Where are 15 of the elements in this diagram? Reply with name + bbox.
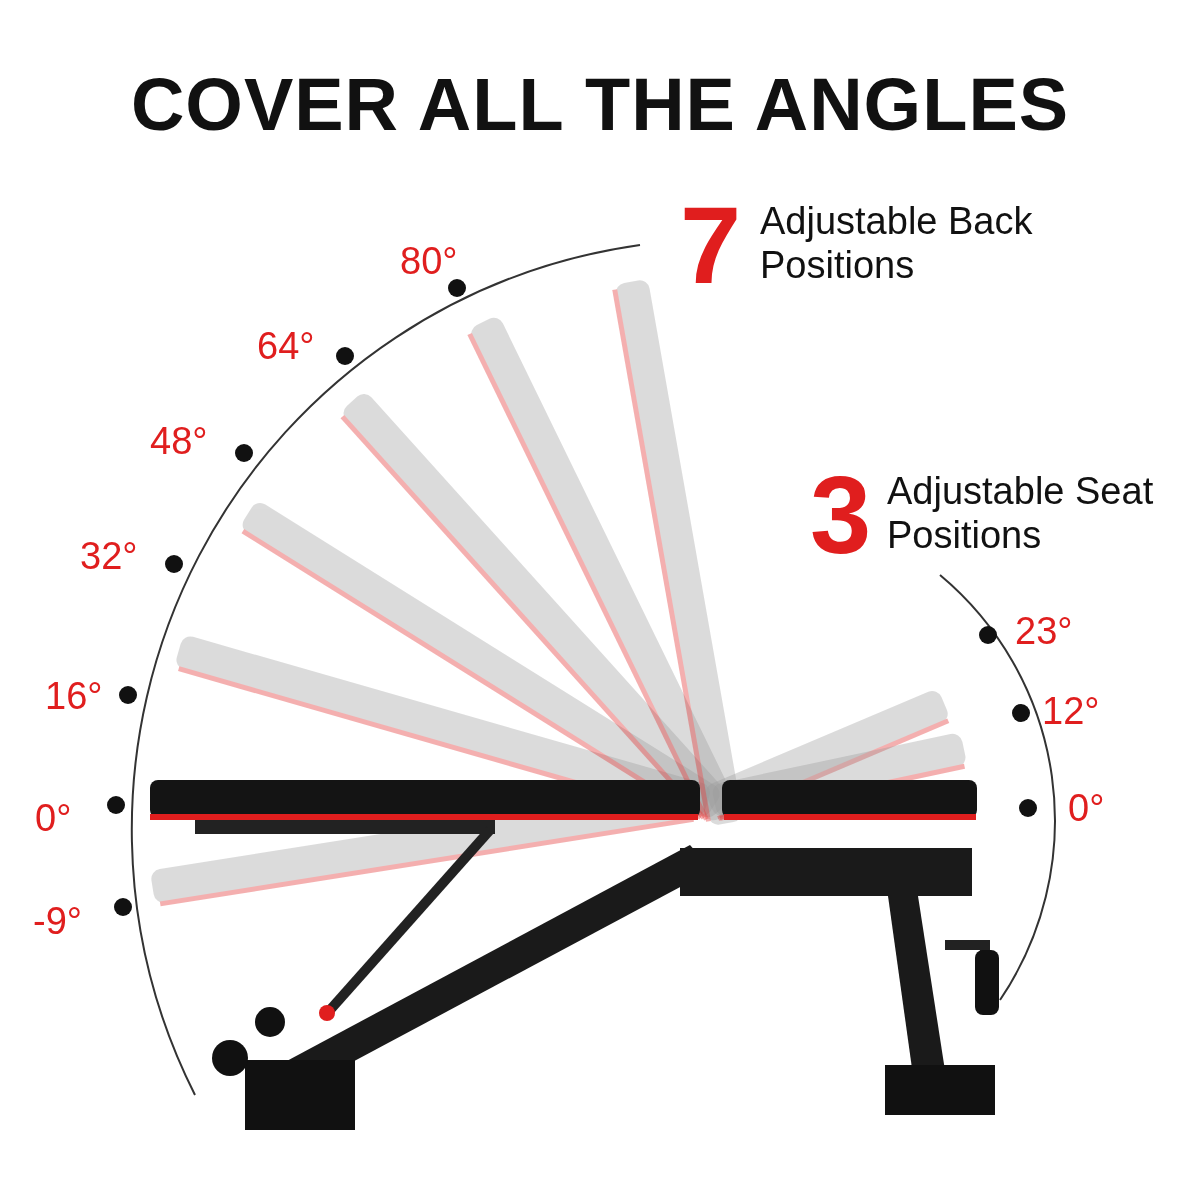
angle-label: 23°	[1015, 610, 1073, 653]
angle-label: 32°	[80, 535, 138, 578]
angle-label: 0°	[1068, 787, 1105, 830]
title: COVER ALL THE ANGLES	[129, 62, 1071, 147]
angle-label: 64°	[257, 325, 315, 368]
angle-label: 0°	[35, 797, 72, 840]
angle-label: -9°	[33, 900, 82, 943]
feature-text: Adjustable Back Positions	[760, 200, 1034, 288]
angle-label: 80°	[400, 240, 458, 283]
count-number: 3	[810, 460, 872, 570]
angle-label: 16°	[45, 675, 103, 718]
feature-text: Adjustable Seat Positions	[887, 470, 1155, 558]
angle-label: 48°	[150, 420, 208, 463]
angle-label: 12°	[1042, 690, 1100, 733]
count-number: 7	[680, 190, 742, 300]
